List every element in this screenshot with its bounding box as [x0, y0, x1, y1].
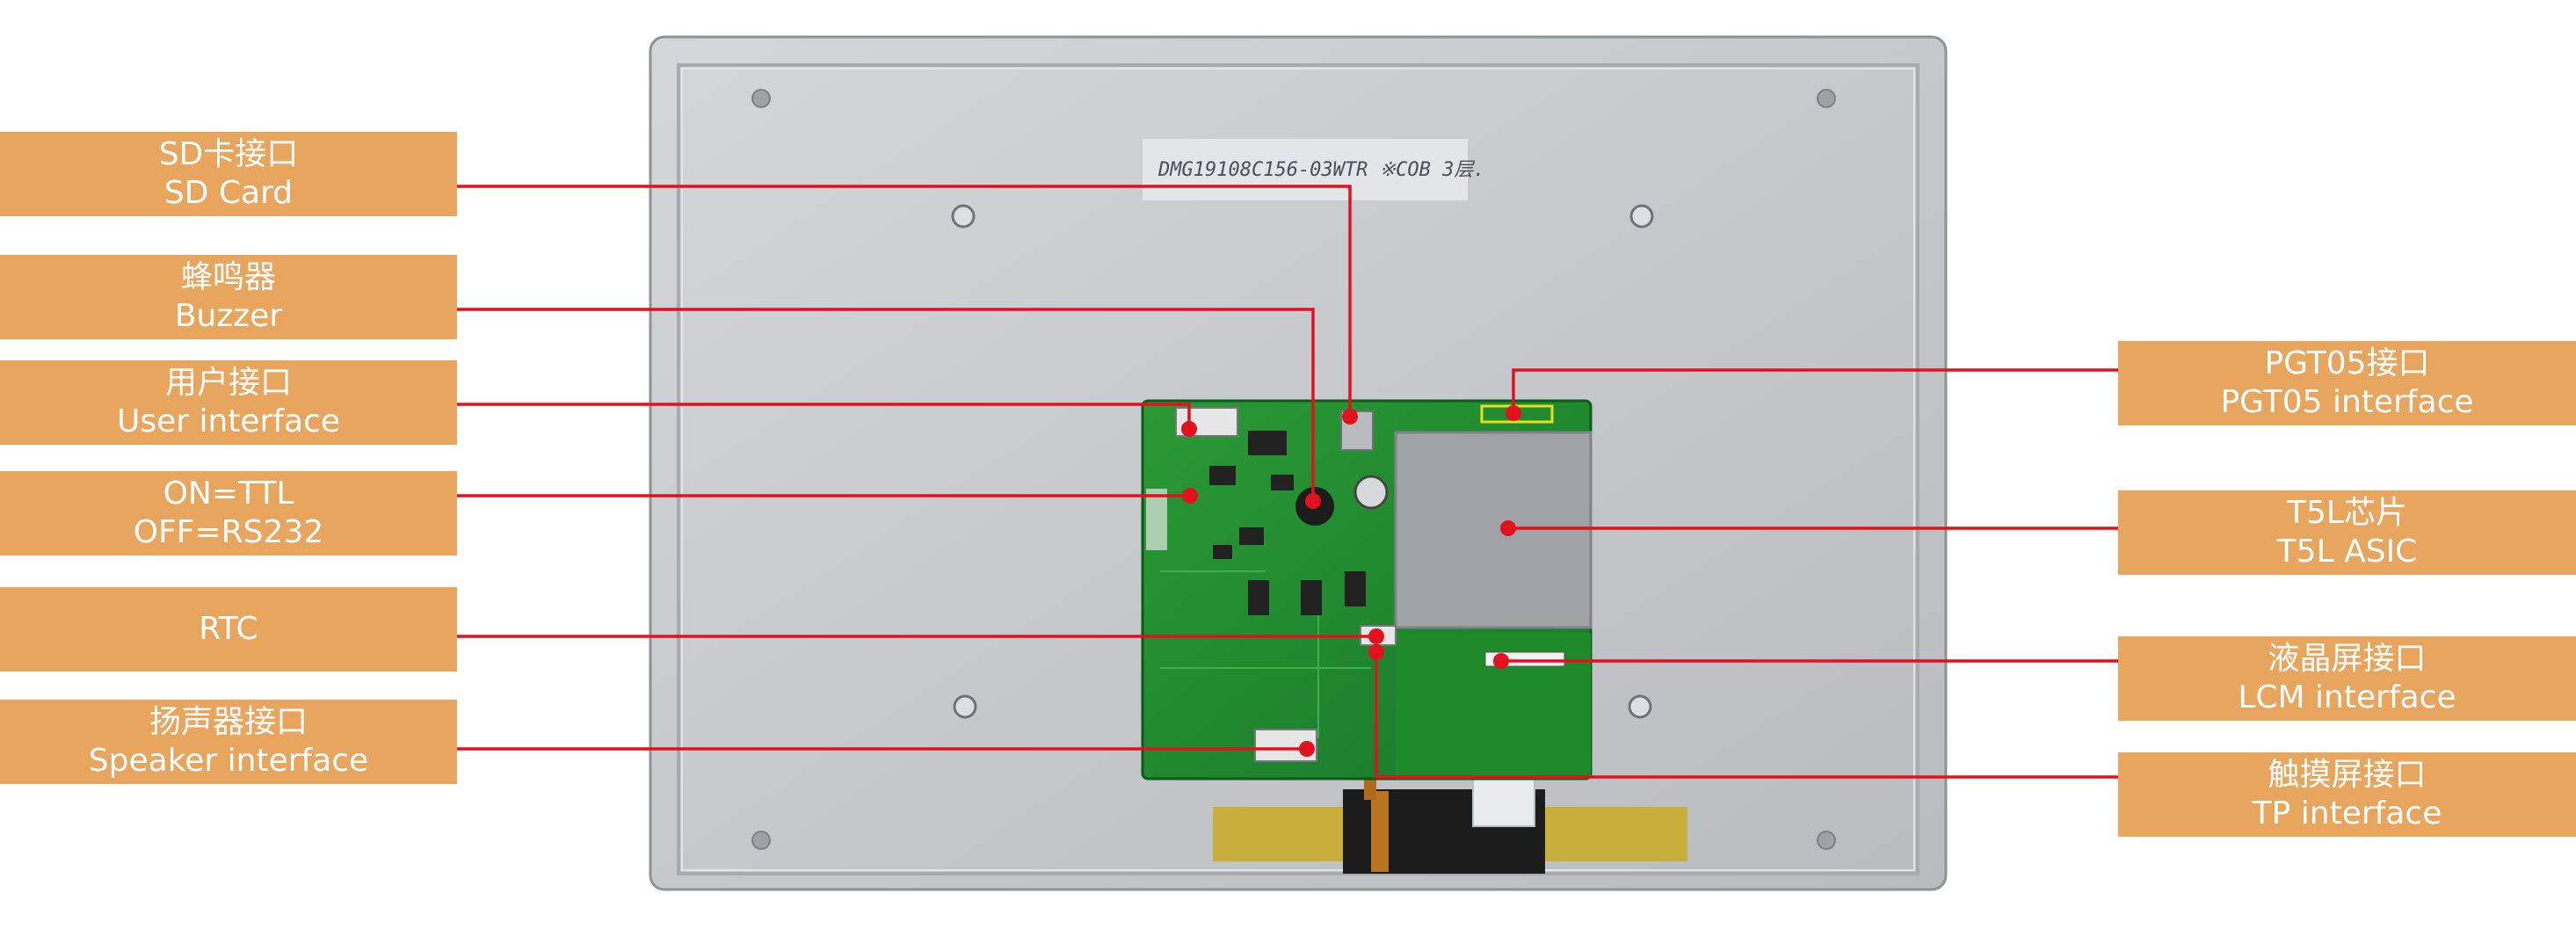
- leader-dots: [1181, 405, 1521, 757]
- label-pgt05: PGT05接口 PGT05 interface: [2118, 341, 2576, 425]
- label-speaker-interface-zh: 扬声器接口: [149, 704, 308, 740]
- label-sd-card: SD卡接口 SD Card: [0, 132, 457, 216]
- label-t5l-asic-zh: T5L芯片: [2287, 495, 2407, 531]
- leader-lines-left: [457, 185, 1376, 751]
- label-tp-interface-zh: 触摸屏接口: [2268, 757, 2427, 793]
- leader-dot-on-ttl: [1182, 488, 1198, 504]
- label-speaker-interface-en: Speaker interface: [88, 743, 369, 779]
- leader-dot-tp: [1368, 644, 1384, 660]
- label-ttl-rs232: ON=TTL OFF=RS232: [0, 471, 457, 556]
- green-pcb: [1141, 399, 1593, 781]
- label-rtc-en: RTC: [199, 611, 258, 647]
- label-speaker-interface: 扬声器接口 Speaker interface: [0, 700, 457, 784]
- label-rtc: RTC: [0, 587, 457, 672]
- label-user-interface: 用户接口 User interface: [0, 360, 457, 445]
- label-t5l-asic-en: T5L ASIC: [2276, 534, 2418, 570]
- label-lcm-interface-zh: 液晶屏接口: [2268, 641, 2427, 677]
- label-ttl-rs232-line2: OFF=RS232: [133, 514, 324, 550]
- leader-dot-user-interface: [1181, 421, 1197, 437]
- leader-line-tp: [1375, 652, 2118, 779]
- leader-dot-t5l: [1500, 520, 1516, 536]
- label-ttl-rs232-line1: ON=TTL: [163, 476, 294, 512]
- leader-dot-pgt05: [1506, 405, 1521, 421]
- label-user-interface-zh: 用户接口: [164, 365, 292, 401]
- label-buzzer-en: Buzzer: [174, 298, 283, 334]
- leader-line-sd-card: [457, 185, 1352, 417]
- label-tp-interface: 触摸屏接口 TP interface: [2118, 752, 2576, 837]
- leader-lines-right: [1375, 368, 2118, 779]
- label-pgt05-en: PGT05 interface: [2220, 384, 2474, 420]
- handwritten-sticker: DMG19108C156-03WTR ※COB 3层.: [1143, 139, 1485, 200]
- label-buzzer: 蜂鸣器 Buzzer: [0, 255, 457, 339]
- label-user-interface-en: User interface: [116, 403, 341, 439]
- leader-line-user-interface: [457, 403, 1191, 429]
- handwritten-note: DMG19108C156-03WTR ※COB 3层.: [1157, 159, 1485, 181]
- leader-dot-buzzer: [1305, 493, 1321, 509]
- label-lcm-interface: 液晶屏接口 LCM interface: [2118, 636, 2576, 721]
- leader-dot-speaker: [1299, 741, 1315, 757]
- label-sd-card-zh: SD卡接口: [158, 136, 299, 172]
- label-pgt05-zh: PGT05接口: [2264, 345, 2430, 381]
- label-buzzer-zh: 蜂鸣器: [180, 259, 276, 295]
- leader-dot-lcm: [1493, 653, 1509, 669]
- leader-dot-rtc: [1368, 628, 1384, 644]
- label-tp-interface-en: TP interface: [2252, 795, 2442, 831]
- leader-line-pgt05: [1512, 368, 2118, 413]
- label-lcm-interface-en: LCM interface: [2238, 679, 2456, 715]
- leader-line-buzzer: [457, 308, 1315, 497]
- leader-dot-sd-card: [1342, 409, 1358, 425]
- t5l-shield: [1394, 431, 1593, 629]
- label-sd-card-en: SD Card: [163, 175, 294, 211]
- label-t5l-asic: T5L芯片 T5L ASIC: [2118, 490, 2576, 575]
